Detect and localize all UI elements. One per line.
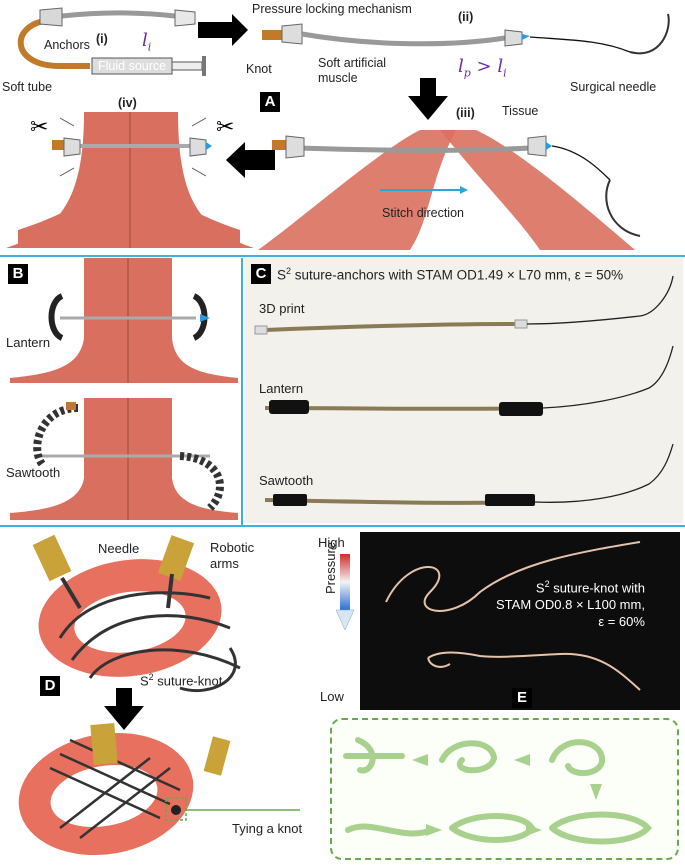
panel-b-illustration (10, 258, 238, 520)
knot-steps-box (330, 718, 679, 860)
row-3d-print-label: 3D print (259, 301, 305, 316)
li-label: li (142, 30, 152, 54)
step-i-label: (i) (96, 32, 108, 46)
panel-c-photo (245, 258, 683, 523)
stitch-direction-label: Stitch direction (382, 206, 464, 220)
row-sawtooth-label: Sawtooth (259, 473, 314, 488)
panel-a-badge: A (260, 92, 280, 112)
panel-d-badge: D (40, 676, 60, 696)
anchors-label: Anchors (44, 38, 90, 52)
pressure-axis-label: Pressure (323, 541, 338, 594)
step-iv-label: (iv) (118, 96, 137, 110)
panel-c-title: S2 suture-anchors with STAM OD1.49 × L70… (277, 266, 624, 283)
panel-c-samples (254, 275, 674, 506)
svg-text:✂: ✂ (30, 115, 48, 140)
pressure-high-label: High (318, 535, 345, 550)
step-iii-label: (iii) (456, 106, 475, 120)
lp-gt-li-label: lp > li (458, 56, 507, 80)
step-ii-label: (ii) (458, 10, 474, 24)
divider-top (0, 255, 685, 257)
panel-e-photo (360, 532, 680, 710)
tissue-label: Tissue (502, 104, 539, 118)
needle-label: Needle (98, 541, 140, 556)
panel-b-badge: B (8, 264, 28, 284)
panel-c: C S2 suture-anchors with STAM OD1.49 × L… (245, 258, 685, 525)
panel-e-badge: E (512, 688, 532, 708)
panel-b: B Lantern Sawtooth (0, 258, 238, 523)
panel-c-badge: C (251, 264, 271, 284)
fluid-source-label: Fluid source (98, 59, 167, 73)
panel-d-illustration (18, 534, 300, 856)
surgical-needle-label: Surgical needle (570, 80, 657, 94)
panel-e-illustration (335, 541, 641, 691)
pressure-locking-label: Pressure locking mechanism (252, 2, 412, 16)
lantern-label: Lantern (6, 335, 51, 350)
suture-knot-label: S2 suture-knot (140, 672, 223, 689)
sawtooth-label: Sawtooth (6, 465, 61, 480)
divider-bottom (0, 525, 685, 527)
svg-text:✂: ✂ (216, 115, 234, 140)
panel-a-illustration: ✂ ✂ (6, 7, 670, 250)
pressure-low-label: Low (320, 689, 344, 704)
knot-label: Knot (246, 62, 272, 76)
panel-a: ✂ ✂ Anchors (i) li Fluid source Soft tub… (0, 0, 685, 253)
panel-e: High Pressure Low S2 suture-knot with ST… (300, 532, 685, 712)
soft-tube-label: Soft tube (2, 80, 53, 94)
row-lantern-label: Lantern (259, 381, 304, 396)
knot-steps-illustration (343, 737, 653, 845)
tying-knot-label: Tying a knot (232, 821, 303, 836)
panel-e-caption: S2 suture-knot with STAM OD0.8 × L100 mm… (496, 579, 645, 630)
divider-vertical (241, 258, 243, 525)
